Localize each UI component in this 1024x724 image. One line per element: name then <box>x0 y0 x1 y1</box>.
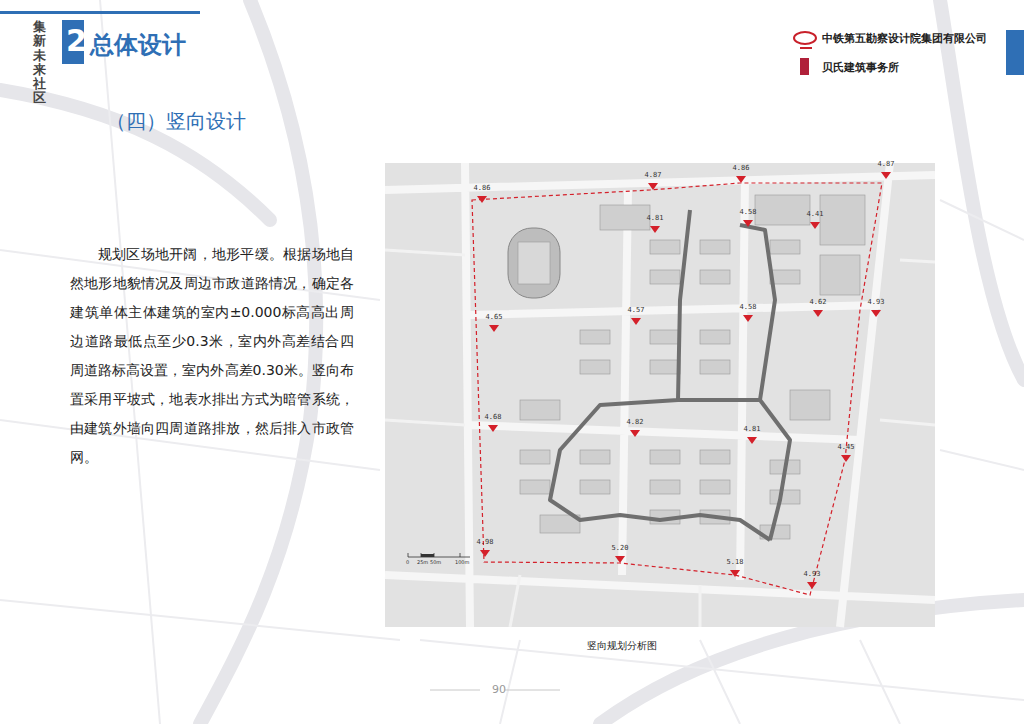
elevation-marker <box>881 172 891 179</box>
elevation-value: 4.98 <box>477 539 494 546</box>
elevation-marker <box>477 196 487 203</box>
elevation-marker <box>871 310 881 317</box>
elevation-marker <box>841 455 851 462</box>
section-title: 总体设计 <box>90 30 186 60</box>
company-name: 中铁第五勘察设计院集团有限公司 <box>822 32 987 45</box>
elevation-value: 4.86 <box>733 165 750 172</box>
elevation-value: 4.65 <box>486 314 503 321</box>
page-number: 90 <box>492 683 506 697</box>
elevation-marker <box>743 220 753 227</box>
elevation-marker <box>648 183 658 190</box>
elevation-marker <box>747 437 757 444</box>
elevation-value: 5.18 <box>727 559 744 566</box>
scale-label: 100m <box>455 560 469 565</box>
elevation-value: 4.82 <box>627 419 644 426</box>
elevation-marker <box>813 310 823 317</box>
figure-caption: 竖向规划分析图 <box>587 640 657 652</box>
elevation-value: 4.41 <box>807 211 824 218</box>
body-paragraph: 规划区场地开阔，地形平缓。根据场地自然地形地貌情况及周边市政道路情况，确定各建筑… <box>70 240 354 472</box>
elevation-value: 4.81 <box>744 426 761 433</box>
firm-name: 贝氏建筑事务所 <box>822 61 899 74</box>
elevation-value: 4.87 <box>645 172 662 179</box>
subsection-title: （四）竖向设计 <box>106 108 246 134</box>
scale-label: 0 <box>406 560 409 565</box>
elevation-marker <box>730 570 740 577</box>
scale-label: 50m <box>430 560 441 565</box>
elevation-value: 4.57 <box>628 307 645 314</box>
elevation-value: 5.20 <box>612 545 629 552</box>
scale-label: 25m <box>417 560 428 565</box>
project-name-vertical: 集新未来社区 <box>33 20 46 106</box>
elevation-marker <box>488 425 498 432</box>
elevation-value: 4.81 <box>647 215 664 222</box>
elevation-value: 4.68 <box>485 414 502 421</box>
elevation-value: 4.62 <box>810 299 827 306</box>
elevation-marker <box>630 430 640 437</box>
elevation-value: 4.58 <box>740 304 757 311</box>
elevation-marker <box>807 582 817 589</box>
elevation-value: 4.93 <box>804 571 821 578</box>
elevation-value: 4.58 <box>740 209 757 216</box>
elevation-marker <box>736 176 746 183</box>
elevation-marker <box>810 222 820 229</box>
elevation-value: 4.45 <box>838 444 855 451</box>
elevation-marker <box>631 318 641 325</box>
elevation-value: 4.93 <box>868 299 885 306</box>
elevation-marker <box>615 556 625 563</box>
elevation-marker <box>650 226 660 233</box>
elevation-value: 4.87 <box>878 161 895 168</box>
elevation-value: 4.86 <box>474 185 491 192</box>
elevation-marker <box>480 550 490 557</box>
elevation-marker <box>743 315 753 322</box>
chapter-number: 2 <box>66 22 87 60</box>
elevation-marker <box>489 325 499 332</box>
